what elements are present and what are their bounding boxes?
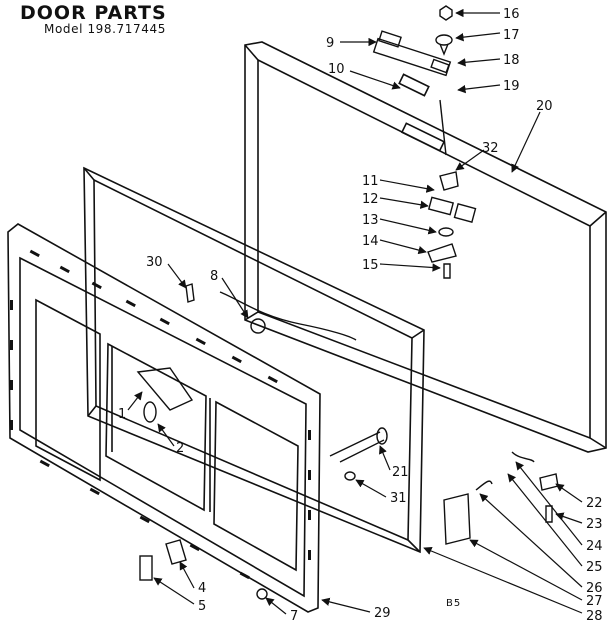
callout-1: 1 (118, 407, 126, 422)
callout-13: 13 (362, 213, 379, 228)
callout-30: 30 (146, 255, 163, 270)
callout-9: 9 (326, 36, 334, 51)
leader-lines (127, 8, 583, 615)
callout-25: 25 (586, 560, 603, 575)
callout-15: 15 (362, 258, 379, 273)
outer-door-panel (244, 41, 607, 453)
frame-perforations (10, 249, 311, 580)
callout-2: 2 (176, 441, 184, 456)
callout-10: 10 (328, 62, 345, 77)
callout-24: 24 (586, 539, 603, 554)
callout-17: 17 (503, 28, 520, 43)
callout-7: 7 (290, 609, 298, 624)
model-number: Model 198.717445 (44, 22, 166, 36)
callout-11: 11 (362, 174, 379, 189)
callout-31: 31 (390, 491, 407, 506)
callout-32: 32 (482, 141, 499, 156)
inner-door-frame (7, 223, 321, 613)
callout-22: 22 (586, 496, 603, 511)
diagram-title: DOOR PARTS (20, 2, 167, 24)
callout-labels: 16 17 18 19 9 10 20 32 11 12 13 14 15 30… (118, 7, 603, 624)
callout-14: 14 (362, 234, 379, 249)
diagram-code: B5 (446, 598, 462, 609)
callout-12: 12 (362, 192, 379, 207)
callout-27: 27 (586, 594, 603, 609)
callout-18: 18 (503, 53, 520, 68)
callout-4: 4 (198, 581, 206, 596)
callout-23: 23 (586, 517, 603, 532)
callout-20: 20 (536, 99, 553, 114)
callout-5: 5 (198, 599, 206, 614)
callout-19: 19 (503, 79, 520, 94)
callout-29: 29 (374, 606, 391, 621)
callout-28: 28 (586, 609, 603, 624)
callout-21: 21 (392, 465, 409, 480)
small-parts (136, 5, 559, 600)
callout-8: 8 (210, 269, 218, 284)
callout-26: 26 (586, 581, 603, 596)
callout-16: 16 (503, 7, 520, 22)
